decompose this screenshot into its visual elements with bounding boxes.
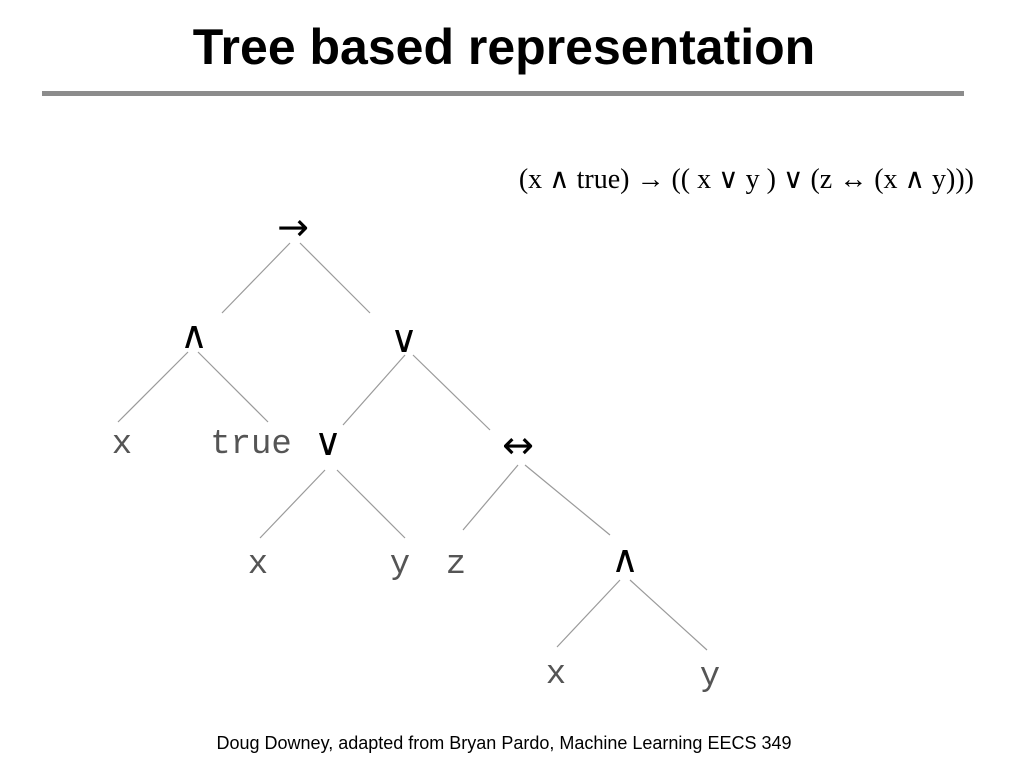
edge-and-x: [117, 351, 189, 423]
slide-title: Tree based representation: [192, 19, 816, 75]
edge-root-and: [221, 242, 291, 314]
edge-or-or: [342, 354, 406, 426]
edge-inner-and-y: [629, 579, 708, 651]
edge-inner-or-x: [259, 469, 326, 539]
edge-inner-or-y: [336, 469, 406, 539]
node-or: ∨: [390, 317, 418, 361]
title-divider: [42, 91, 964, 96]
node-iff: ↔: [502, 423, 534, 467]
node-and: ∧: [180, 313, 208, 357]
edge-root-or: [299, 242, 371, 314]
edge-iff-and: [524, 464, 611, 536]
leaf-z: z: [446, 546, 466, 584]
edge-iff-z: [462, 464, 519, 531]
leaf-y-2: y: [700, 658, 720, 696]
leaf-x-2: x: [248, 546, 268, 584]
node-inner-or: ∨: [314, 420, 342, 464]
edge-inner-and-x: [556, 579, 621, 648]
node-root-implies: →: [277, 205, 309, 249]
logic-formula: (x ∧ true) → (( x ∨ y ) ∨ (z ↔ (x ∧ y))): [518, 164, 974, 195]
node-inner-and: ∧: [611, 537, 639, 581]
slide-footer: Doug Downey, adapted from Bryan Pardo, M…: [216, 733, 792, 753]
leaf-true: true: [210, 426, 292, 464]
leaf-x-3: x: [546, 656, 566, 694]
edge-or-iff: [412, 354, 491, 431]
leaf-x-1: x: [112, 426, 132, 464]
leaf-y-1: y: [390, 546, 410, 584]
edge-and-true: [197, 351, 269, 423]
